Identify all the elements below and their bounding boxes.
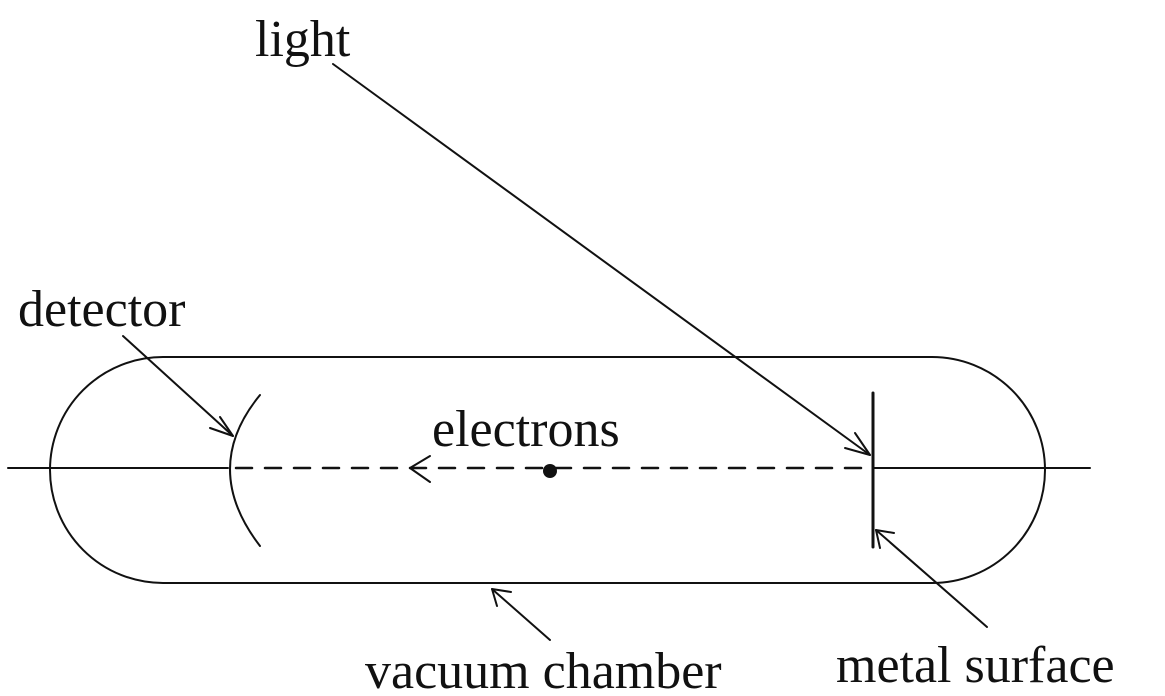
chamber-pointer-arrowhead bbox=[491, 588, 512, 607]
detector-pointer-line bbox=[122, 335, 234, 437]
detector-plate bbox=[229, 394, 261, 547]
detector-label: detector bbox=[18, 281, 185, 338]
chamber-pointer-line bbox=[491, 588, 551, 641]
vacuum-chamber-outline bbox=[49, 356, 1046, 584]
detector-pointer-arrowhead bbox=[209, 416, 234, 437]
light-label: light bbox=[255, 11, 351, 68]
vacuum-chamber-label: vacuum chamber bbox=[365, 643, 722, 696]
metal-pointer-line bbox=[875, 529, 988, 628]
metal-pointer-arrowhead bbox=[875, 529, 895, 549]
electron-dot bbox=[543, 464, 557, 478]
electron-direction-arrowhead bbox=[409, 455, 431, 483]
light-ray-line bbox=[332, 63, 871, 456]
light-ray-arrowhead bbox=[844, 432, 871, 456]
metal-surface-label: metal surface bbox=[836, 637, 1115, 694]
electrons-label: electrons bbox=[432, 401, 620, 458]
